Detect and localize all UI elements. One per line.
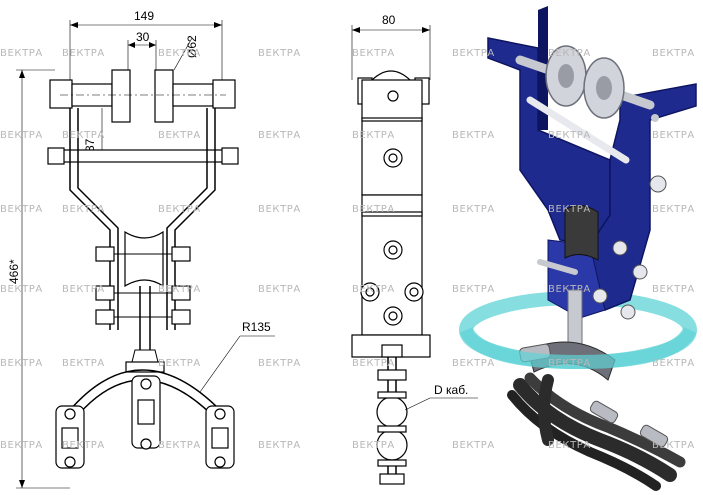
svg-text:ВЕКТРА: ВЕКТРА	[548, 440, 591, 451]
svg-text:ВЕКТРА: ВЕКТРА	[452, 48, 495, 59]
svg-text:ВЕКТРА: ВЕКТРА	[258, 440, 301, 451]
svg-text:ВЕКТРА: ВЕКТРА	[258, 358, 301, 369]
svg-text:ВЕКТРА: ВЕКТРА	[548, 284, 591, 295]
front-crossbar	[54, 149, 236, 163]
render-cables	[507, 372, 686, 491]
cable-arch	[69, 369, 221, 411]
dimension-axle-gap: 30	[136, 30, 150, 44]
svg-text:ВЕКТРА: ВЕКТРА	[452, 130, 495, 141]
svg-text:ВЕКТРА: ВЕКТРА	[652, 358, 695, 369]
render-3d	[459, 6, 697, 491]
svg-text:ВЕКТРА: ВЕКТРА	[158, 130, 201, 141]
dimension-cable-diameter: D каб.	[434, 383, 468, 397]
svg-text:ВЕКТРА: ВЕКТРА	[62, 130, 105, 141]
dimension-width: 149	[134, 9, 154, 23]
crossbar-nut-left	[47, 147, 65, 165]
dimension-bend-radius: R135	[242, 320, 271, 334]
watermark-layer: ВЕКТРА ВЕКТРА ВЕКТРА ВЕКТРА ВЕКТРА ВЕКТР…	[0, 48, 695, 451]
svg-text:ВЕКТРА: ВЕКТРА	[452, 358, 495, 369]
svg-text:ВЕКТРА: ВЕКТРА	[352, 284, 395, 295]
svg-text:ВЕКТРА: ВЕКТРА	[258, 130, 301, 141]
side-view: 80 D каб.	[351, 13, 478, 485]
left-roller	[111, 69, 131, 123]
svg-text:ВЕКТРА: ВЕКТРА	[548, 130, 591, 141]
svg-text:ВЕКТРА: ВЕКТРА	[0, 284, 43, 295]
svg-text:ВЕКТРА: ВЕКТРА	[62, 284, 105, 295]
svg-text:ВЕКТРА: ВЕКТРА	[158, 358, 201, 369]
center-roller	[124, 230, 164, 288]
svg-text:ВЕКТРА: ВЕКТРА	[62, 440, 105, 451]
svg-text:ВЕКТРА: ВЕКТРА	[258, 48, 301, 59]
right-roller	[154, 69, 174, 123]
hanger-clamp	[125, 361, 165, 373]
right-axle-cap	[212, 79, 236, 109]
render-hanger	[567, 289, 583, 351]
dimension-height: 466*	[7, 259, 21, 284]
svg-text:ВЕКТРА: ВЕКТРА	[652, 48, 695, 59]
svg-text:ВЕКТРА: ВЕКТРА	[652, 204, 695, 215]
svg-text:ВЕКТРА: ВЕКТРА	[62, 48, 105, 59]
cable-clamps	[55, 375, 235, 469]
svg-text:ВЕКТРА: ВЕКТРА	[352, 358, 395, 369]
svg-text:ВЕКТРА: ВЕКТРА	[352, 440, 395, 451]
render-bolts	[537, 114, 667, 320]
svg-text:ВЕКТРА: ВЕКТРА	[548, 48, 591, 59]
svg-text:ВЕКТРА: ВЕКТРА	[452, 204, 495, 215]
svg-text:ВЕКТРА: ВЕКТРА	[652, 440, 695, 451]
front-view: 149 30 Ø62 37	[7, 9, 275, 489]
svg-text:ВЕКТРА: ВЕКТРА	[352, 204, 395, 215]
dimension-side-width: 80	[382, 13, 396, 27]
left-axle-cap	[49, 79, 73, 109]
svg-text:ВЕКТРА: ВЕКТРА	[62, 358, 105, 369]
svg-text:ВЕКТРА: ВЕКТРА	[158, 48, 201, 59]
svg-text:ВЕКТРА: ВЕКТРА	[652, 284, 695, 295]
svg-text:ВЕКТРА: ВЕКТРА	[452, 440, 495, 451]
svg-text:ВЕКТРА: ВЕКТРА	[0, 358, 43, 369]
svg-text:ВЕКТРА: ВЕКТРА	[0, 440, 43, 451]
svg-text:ВЕКТРА: ВЕКТРА	[158, 284, 201, 295]
bolt-stack	[95, 246, 191, 325]
svg-text:ВЕКТРА: ВЕКТРА	[352, 130, 395, 141]
svg-text:ВЕКТРА: ВЕКТРА	[158, 204, 201, 215]
dimension-roller-diameter: Ø62	[185, 35, 199, 58]
svg-text:ВЕКТРА: ВЕКТРА	[452, 284, 495, 295]
svg-text:ВЕКТРА: ВЕКТРА	[548, 358, 591, 369]
dimension-offset: 37	[83, 138, 97, 152]
svg-text:ВЕКТРА: ВЕКТРА	[62, 204, 105, 215]
svg-text:ВЕКТРА: ВЕКТРА	[652, 130, 695, 141]
svg-text:ВЕКТРА: ВЕКТРА	[0, 204, 43, 215]
svg-text:ВЕКТРА: ВЕКТРА	[258, 204, 301, 215]
svg-text:ВЕКТРА: ВЕКТРА	[258, 284, 301, 295]
render-center-roller	[564, 205, 599, 261]
svg-text:ВЕКТРА: ВЕКТРА	[352, 48, 395, 59]
svg-text:ВЕКТРА: ВЕКТРА	[0, 130, 43, 141]
crossbar-nut-right	[221, 147, 239, 165]
svg-text:ВЕКТРА: ВЕКТРА	[548, 204, 591, 215]
svg-text:ВЕКТРА: ВЕКТРА	[0, 48, 43, 59]
svg-text:ВЕКТРА: ВЕКТРА	[158, 440, 201, 451]
side-clamp-ring-upper	[376, 396, 408, 428]
